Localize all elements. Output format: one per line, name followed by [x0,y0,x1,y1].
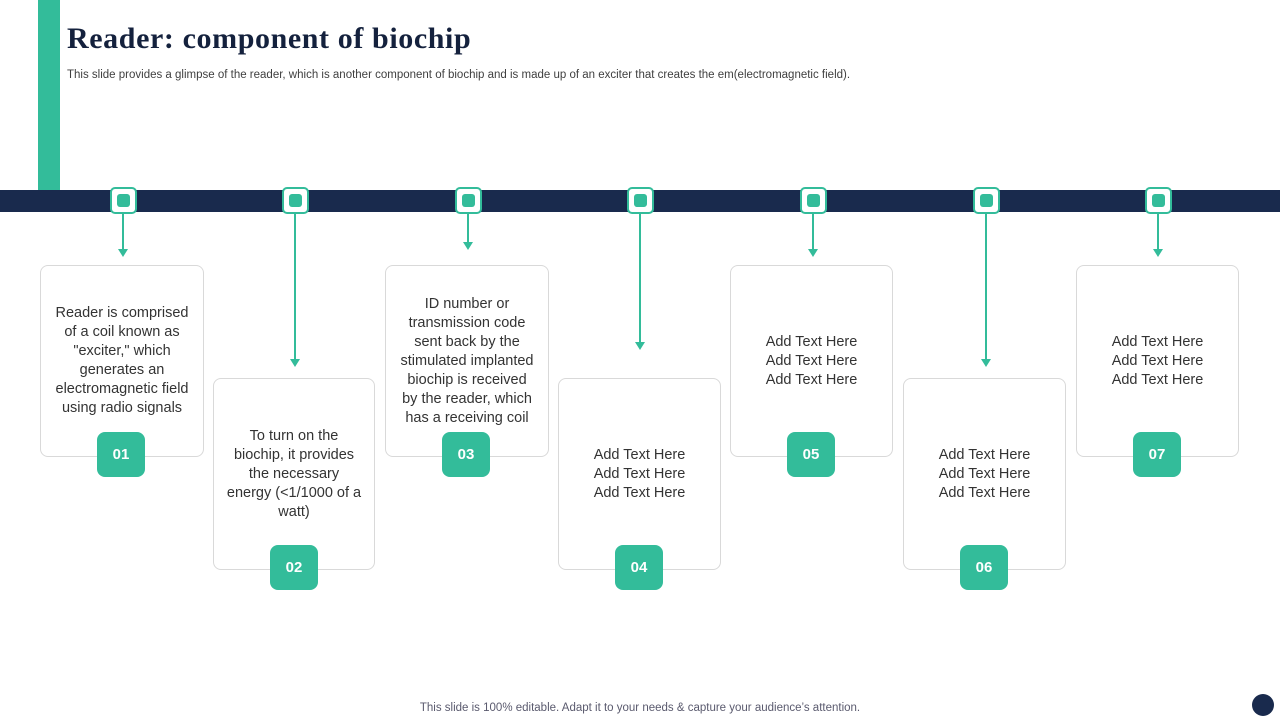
timeline-node-inner-icon [980,194,993,207]
connector-line-2 [294,214,296,362]
timeline-node-4[interactable] [627,187,654,214]
step-card-4[interactable]: Add Text Here Add Text Here Add Text Her… [558,378,721,570]
connector-line-4 [639,214,641,345]
step-card-7[interactable]: Add Text Here Add Text Here Add Text Her… [1076,265,1239,457]
connector-arrow-7 [1153,249,1163,257]
step-card-text: Reader is comprised of a coil known as "… [55,305,189,416]
timeline-node-2[interactable] [282,187,309,214]
footer-note: This slide is 100% editable. Adapt it to… [419,702,861,714]
step-card-text: Add Text Here Add Text Here Add Text Her… [765,333,858,388]
timeline-node-inner-icon [289,194,302,207]
step-card-6[interactable]: Add Text Here Add Text Here Add Text Her… [903,378,1066,570]
step-card-text: To turn on the biochip, it provides the … [226,427,362,520]
timeline-node-1[interactable] [110,187,137,214]
connector-arrow-6 [981,359,991,367]
connector-line-5 [812,214,814,252]
step-badge-6: 06 [960,545,1008,590]
left-accent-bar [38,0,60,212]
connector-arrow-2 [290,359,300,367]
page-title: Reader: component of biochip [67,22,472,55]
connector-line-1 [122,214,124,252]
timeline-node-inner-icon [117,194,130,207]
step-badge-2: 02 [270,545,318,590]
timeline-node-5[interactable] [800,187,827,214]
timeline-node-6[interactable] [973,187,1000,214]
step-card-1[interactable]: Reader is comprised of a coil known as "… [40,265,204,457]
step-card-text: Add Text Here Add Text Here Add Text Her… [593,446,686,501]
timeline-node-inner-icon [1152,194,1165,207]
step-card-text: Add Text Here Add Text Here Add Text Her… [938,446,1031,501]
step-card-5[interactable]: Add Text Here Add Text Here Add Text Her… [730,265,893,457]
timeline-node-inner-icon [634,194,647,207]
timeline-node-inner-icon [807,194,820,207]
step-badge-5: 05 [787,432,835,477]
page-subtitle: This slide provides a glimpse of the rea… [67,69,851,81]
step-card-text: Add Text Here Add Text Here Add Text Her… [1111,333,1204,388]
timeline-node-3[interactable] [455,187,482,214]
step-badge-3: 03 [442,432,490,477]
step-badge-1: 01 [97,432,145,477]
step-card-text: ID number or transmission code sent back… [400,295,534,426]
step-badge-4: 04 [615,545,663,590]
step-badge-7: 07 [1133,432,1181,477]
connector-arrow-5 [808,249,818,257]
connector-line-7 [1157,214,1159,252]
connector-arrow-3 [463,242,473,250]
timeline-node-7[interactable] [1145,187,1172,214]
connector-line-6 [985,214,987,362]
step-card-3[interactable]: ID number or transmission code sent back… [385,265,549,457]
connector-line-3 [467,214,469,245]
connector-arrow-4 [635,342,645,350]
step-card-2[interactable]: To turn on the biochip, it provides the … [213,378,375,570]
timeline-node-inner-icon [462,194,475,207]
corner-dot-decoration [1252,694,1274,716]
connector-arrow-1 [118,249,128,257]
